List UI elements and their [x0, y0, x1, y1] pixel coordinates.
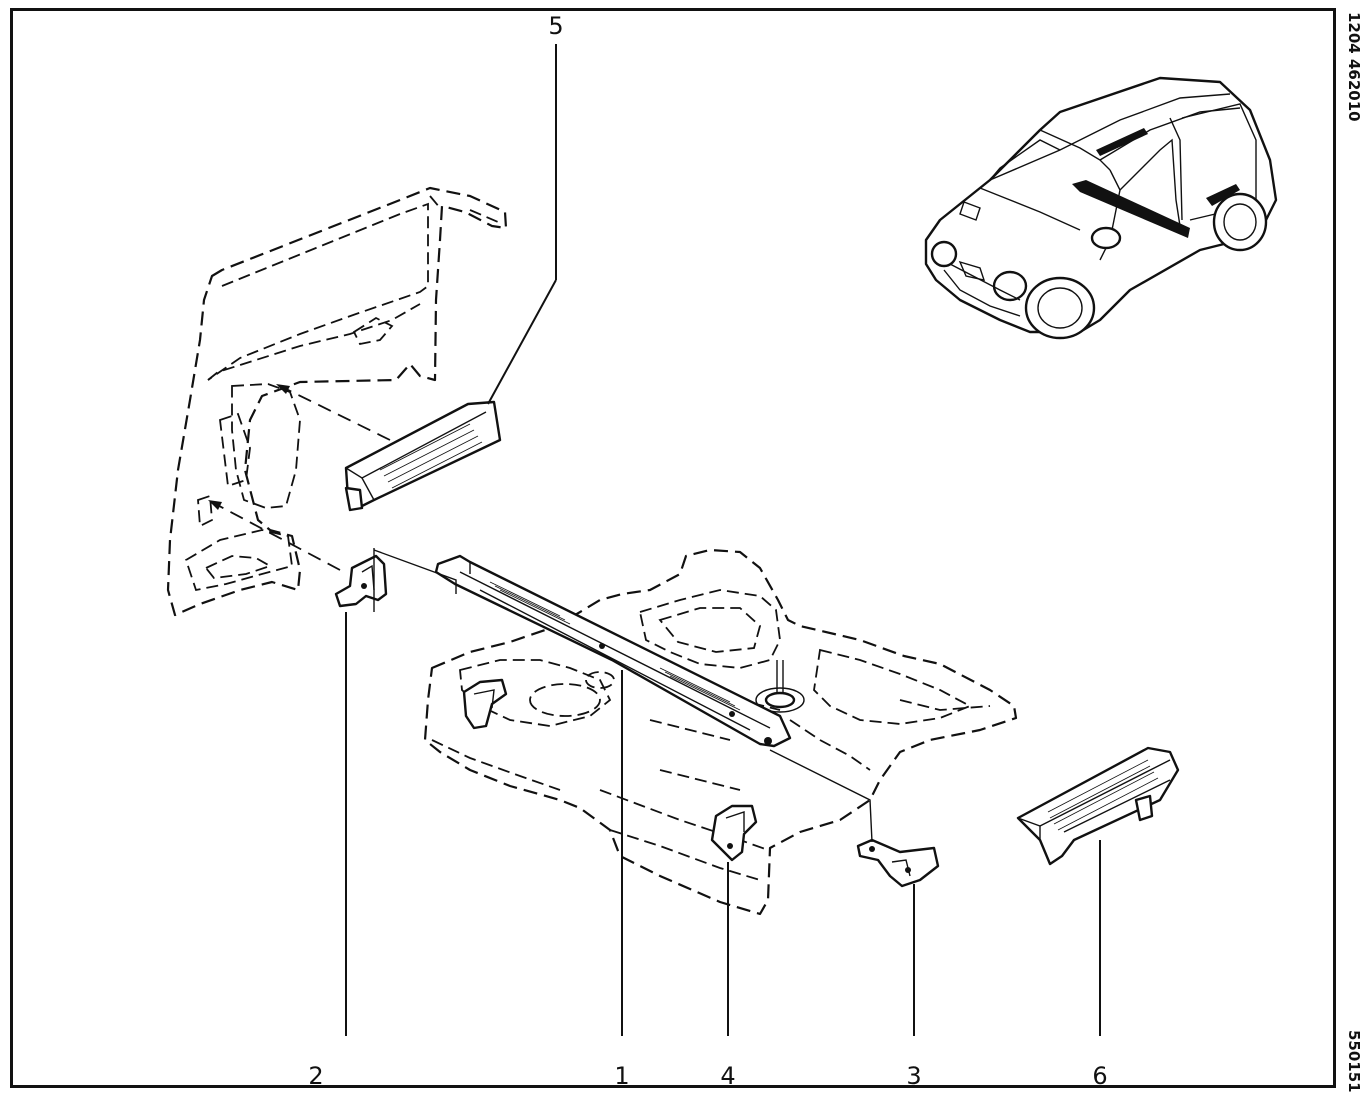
part-5-left-reinforcement — [344, 400, 502, 512]
callout-3: 3 — [906, 1062, 921, 1090]
part-4-floor-bracket — [710, 804, 758, 862]
vehicle-location-thumbnail — [924, 76, 1278, 340]
assembly-arrows — [207, 383, 391, 571]
callout-4: 4 — [720, 1062, 735, 1090]
callout-1: 1 — [614, 1062, 629, 1090]
spare-wheel-bolt — [755, 660, 805, 713]
part-3-right-bracket — [769, 749, 940, 888]
callout-5: 5 — [548, 12, 563, 40]
drawing-frame — [10, 8, 1336, 1088]
part-1-cross-member — [434, 554, 792, 748]
reference-code-top: 1204 462010 — [1345, 12, 1363, 122]
reference-code-bottom: 550151 — [1345, 1030, 1363, 1093]
part-2-left-bracket — [334, 548, 457, 612]
callout-leaders — [345, 44, 1101, 1036]
part-6-right-reinforcement — [1016, 746, 1180, 866]
callout-2: 2 — [308, 1062, 323, 1090]
callout-6: 6 — [1092, 1062, 1107, 1090]
rear-quarter-panel-outline — [166, 186, 508, 617]
floor-bracket-left — [462, 678, 508, 730]
